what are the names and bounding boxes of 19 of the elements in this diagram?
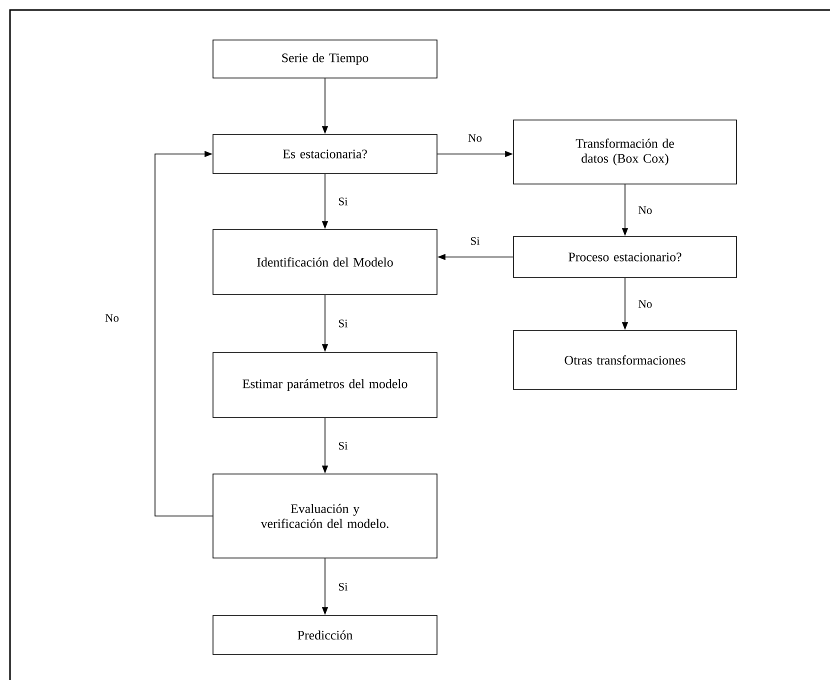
process-box: Estimar parámetros del modelo [212,352,438,418]
process-box: Evaluación y verificación del modelo. [212,474,438,558]
edge-label: No [468,134,482,142]
arrow [154,150,213,516]
process-box: Transformación de datos (Box Cox) [513,120,737,184]
edge-label: No [638,206,652,214]
process-box: Identificación del Modelo [212,229,438,295]
edge-label: Si [338,442,348,450]
edge-label: Si [338,198,348,206]
decision-box: Es estacionaria? [212,134,438,174]
edge-label: Si [471,237,480,245]
edge-label: Si [338,320,348,328]
decision-box: Proceso estacionario? [513,236,737,278]
process-box: Predicción [212,615,438,655]
process-box: Otras transformaciones [513,330,737,390]
process-box: Serie de Tiempo [212,40,438,78]
edge-label: No [638,300,652,308]
edge-label: Si [338,582,348,591]
edge-label: No [105,314,119,322]
